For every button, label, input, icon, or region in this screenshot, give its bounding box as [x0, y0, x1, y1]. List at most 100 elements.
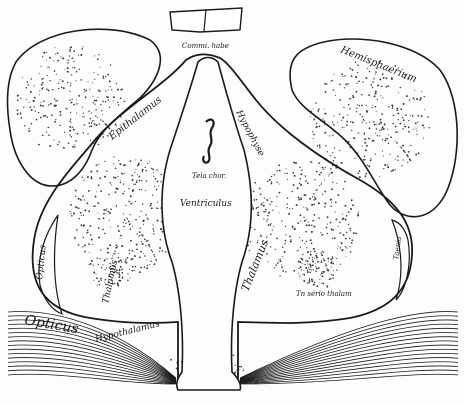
stipple-dot [102, 229, 104, 231]
stipple-dot [34, 97, 36, 99]
stipple-dot [407, 156, 409, 158]
stipple-dot [346, 232, 348, 234]
stipple-dot [23, 106, 24, 107]
stipple-dot [123, 226, 125, 228]
stipple-dot [403, 159, 404, 160]
stipple-dot [87, 230, 89, 232]
stipple-dot [78, 198, 80, 200]
stipple-dot [421, 115, 423, 117]
label-thalamus-left: Thalamus [101, 259, 120, 305]
stipple-dot [306, 224, 308, 226]
stipple-dot [107, 248, 109, 250]
stipple-dot [291, 191, 292, 192]
stipple-dot [377, 135, 378, 136]
stipple-dot [146, 241, 147, 242]
stipple-dot [320, 172, 322, 174]
stipple-dot [43, 87, 44, 88]
stipple-dot [57, 144, 59, 146]
stipple-dot [82, 116, 83, 117]
stipple-dot [150, 261, 152, 263]
stipple-dot [297, 187, 299, 189]
stipple-dot [342, 117, 344, 119]
stipple-dot [76, 80, 77, 81]
stipple-dot [311, 280, 313, 282]
stipple-dot [161, 231, 163, 233]
stipple-dot [365, 149, 367, 151]
stipple-dot [395, 125, 397, 127]
stipple-dot [109, 212, 111, 214]
stipple-dot [257, 212, 259, 214]
stipple-dot [313, 269, 314, 270]
stipple-dot [109, 107, 110, 108]
stipple-dot [111, 184, 112, 185]
stipple-dot [28, 84, 29, 85]
stipple-dot [120, 266, 122, 268]
stipple-dot [270, 233, 272, 235]
stipple-dot [141, 189, 142, 190]
stipple-dot [84, 89, 85, 90]
stipple-dot [307, 251, 309, 253]
stipple-dot [80, 199, 82, 201]
stipple-dot [314, 258, 315, 259]
stipple-dot [81, 215, 82, 216]
stipple-dot [339, 99, 341, 101]
stipple-dot [72, 127, 73, 128]
stipple-dot [43, 100, 45, 102]
stipple-dot [119, 275, 120, 276]
stipple-dot [156, 260, 157, 261]
stipple-dot [62, 57, 64, 59]
stipple-dot [75, 140, 77, 142]
stipple-dot [270, 197, 271, 198]
stipple-dot [331, 274, 332, 275]
stipple-dot [278, 164, 280, 166]
stipple-dot [69, 55, 71, 57]
stipple-dot [117, 246, 118, 247]
stipple-dot [106, 267, 107, 268]
stipple-dot [315, 102, 316, 103]
stipple-dot [103, 213, 105, 215]
stipple-dot [310, 240, 311, 241]
stipple-dot [66, 108, 68, 110]
stipple-dot [100, 67, 101, 68]
stipple-dot [351, 242, 353, 244]
stipple-dot [71, 215, 73, 217]
stipple-dot [416, 98, 418, 100]
stipple-dot [61, 87, 63, 89]
stipple-dot [322, 194, 323, 195]
stipple-dot [155, 259, 157, 261]
stipple-dot [73, 129, 74, 130]
stipple-dot [36, 119, 38, 121]
stipple-dot [90, 263, 92, 265]
stipple-dot [311, 270, 312, 271]
stipple-dot [317, 110, 319, 112]
stipple-dot [130, 228, 132, 230]
stipple-dot [344, 181, 346, 183]
stipple-dot [326, 84, 327, 85]
stipple-dot [128, 221, 130, 223]
stipple-dot [97, 58, 99, 60]
stipple-dot [58, 88, 59, 89]
stipple-dot [299, 237, 300, 238]
stipple-dot [329, 278, 330, 279]
stipple-dot [253, 191, 255, 193]
stipple-dot [156, 189, 157, 190]
stipple-dot [325, 263, 326, 264]
stipple-dot [123, 222, 124, 223]
stipple-dot [320, 232, 321, 233]
stipple-dot [296, 204, 298, 206]
stipple-dot [90, 171, 92, 173]
stipple-dot [317, 126, 318, 127]
stipple-dot [416, 128, 417, 129]
stipple-dot [381, 85, 383, 87]
stipple-dot [325, 92, 326, 93]
stipple-dot [91, 122, 93, 124]
stipple-dot [292, 226, 294, 228]
stipple-dot [315, 266, 316, 267]
stipple-dot [385, 140, 387, 142]
stipple-dot [272, 229, 273, 230]
stipple-dot [309, 198, 311, 200]
stipple-dot [391, 77, 393, 79]
stipple-dot [153, 263, 155, 265]
stipple-dot [35, 110, 36, 111]
stipple-dot [116, 83, 117, 84]
